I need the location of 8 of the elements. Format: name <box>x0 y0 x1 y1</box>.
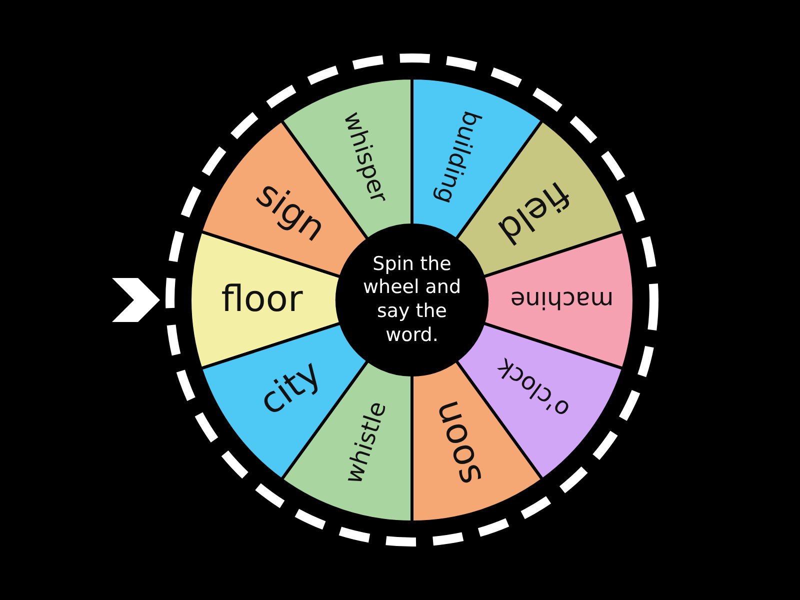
segment-label: whistle <box>338 396 393 490</box>
segment-label: whisper <box>337 107 395 208</box>
segment-label: machine <box>509 286 615 314</box>
segment-label: city <box>251 351 330 426</box>
segment-label: soon <box>424 394 492 492</box>
instruction-text: Spin the wheel and say the word. <box>362 252 462 348</box>
segment-label: sign <box>248 172 334 252</box>
segment-label: floor <box>220 280 304 320</box>
